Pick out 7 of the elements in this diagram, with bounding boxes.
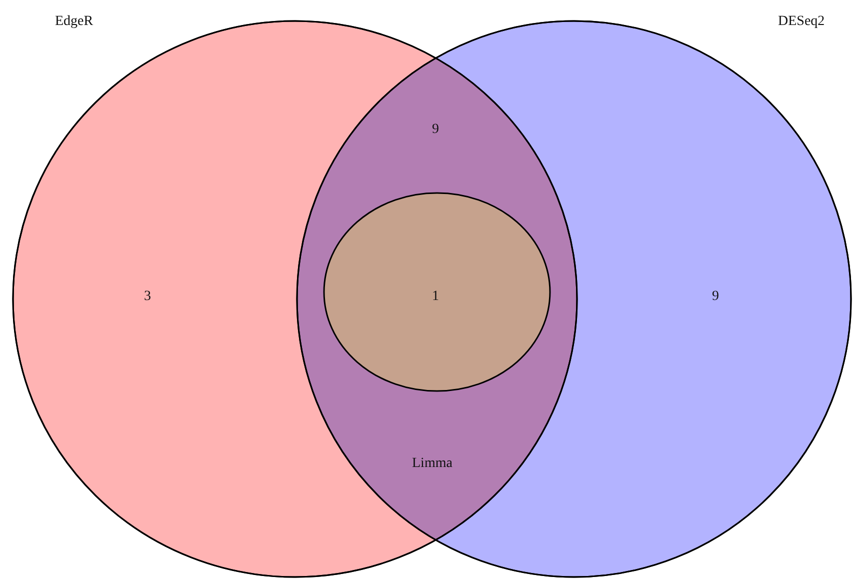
set-label: Limma: [412, 456, 452, 472]
region-count: 9: [432, 122, 439, 138]
region-count: 9: [712, 289, 719, 305]
region-count: 3: [144, 289, 151, 305]
region-count: 1: [432, 289, 439, 305]
set-label: DESeq2: [778, 14, 825, 30]
set-label: EdgeR: [55, 14, 94, 30]
